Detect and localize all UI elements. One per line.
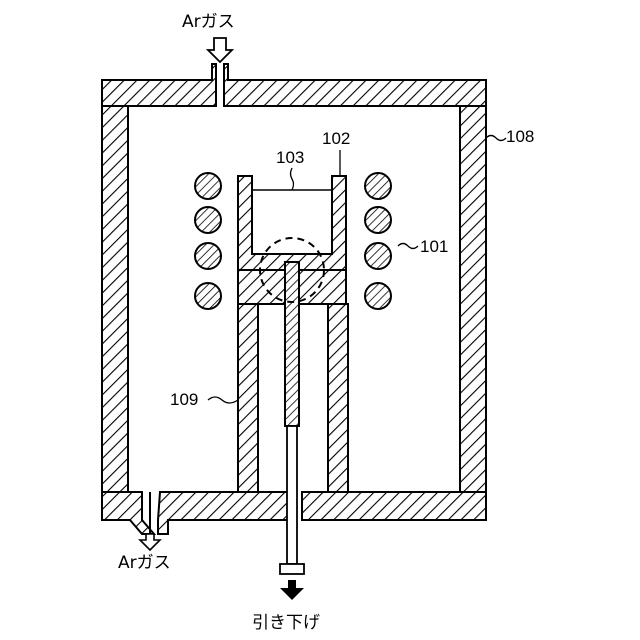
coil-turn-right-2 bbox=[365, 207, 391, 233]
pull-down-label: 引き下げ bbox=[252, 613, 320, 633]
coil-turn-left-4 bbox=[195, 283, 221, 309]
leader-101 bbox=[398, 244, 418, 249]
chamber-top-left-wall bbox=[102, 64, 216, 106]
chamber-right-wall bbox=[460, 106, 486, 492]
leader-109 bbox=[208, 397, 238, 403]
chamber-left-wall bbox=[102, 106, 128, 492]
coil-turn-left-1 bbox=[195, 173, 221, 199]
chamber-bottom-left-wall bbox=[102, 492, 154, 534]
label-109: 109 bbox=[170, 390, 198, 409]
pull-down-rod bbox=[287, 426, 297, 564]
coil-turn-left-2 bbox=[195, 207, 221, 233]
coil-turn-left-3 bbox=[195, 243, 221, 269]
seed-crystal bbox=[285, 262, 299, 426]
label-102: 102 bbox=[322, 129, 350, 148]
leader-103 bbox=[291, 168, 294, 190]
leader-108 bbox=[486, 136, 506, 141]
chamber-bottom-mid-wall bbox=[158, 492, 292, 534]
pull-down-arrow bbox=[280, 580, 304, 600]
support-tube-left-wall bbox=[238, 304, 258, 492]
coil-turn-right-4 bbox=[365, 283, 391, 309]
label-108: 108 bbox=[506, 127, 534, 146]
label-101: 101 bbox=[420, 237, 448, 256]
gas-inlet-arrow bbox=[208, 38, 232, 62]
support-tube-right-wall bbox=[328, 304, 348, 492]
gas-outlet-arrow bbox=[140, 534, 160, 550]
rod-end-block bbox=[280, 564, 304, 574]
gas-outlet-label: Arガス bbox=[118, 553, 171, 573]
label-103: 103 bbox=[276, 148, 304, 167]
coil-turn-right-1 bbox=[365, 173, 391, 199]
coil-turn-right-3 bbox=[365, 243, 391, 269]
gas-inlet-label: Arガス bbox=[182, 12, 235, 32]
chamber-bottom-right-wall bbox=[302, 492, 486, 520]
chamber-top-right-wall bbox=[224, 64, 486, 106]
